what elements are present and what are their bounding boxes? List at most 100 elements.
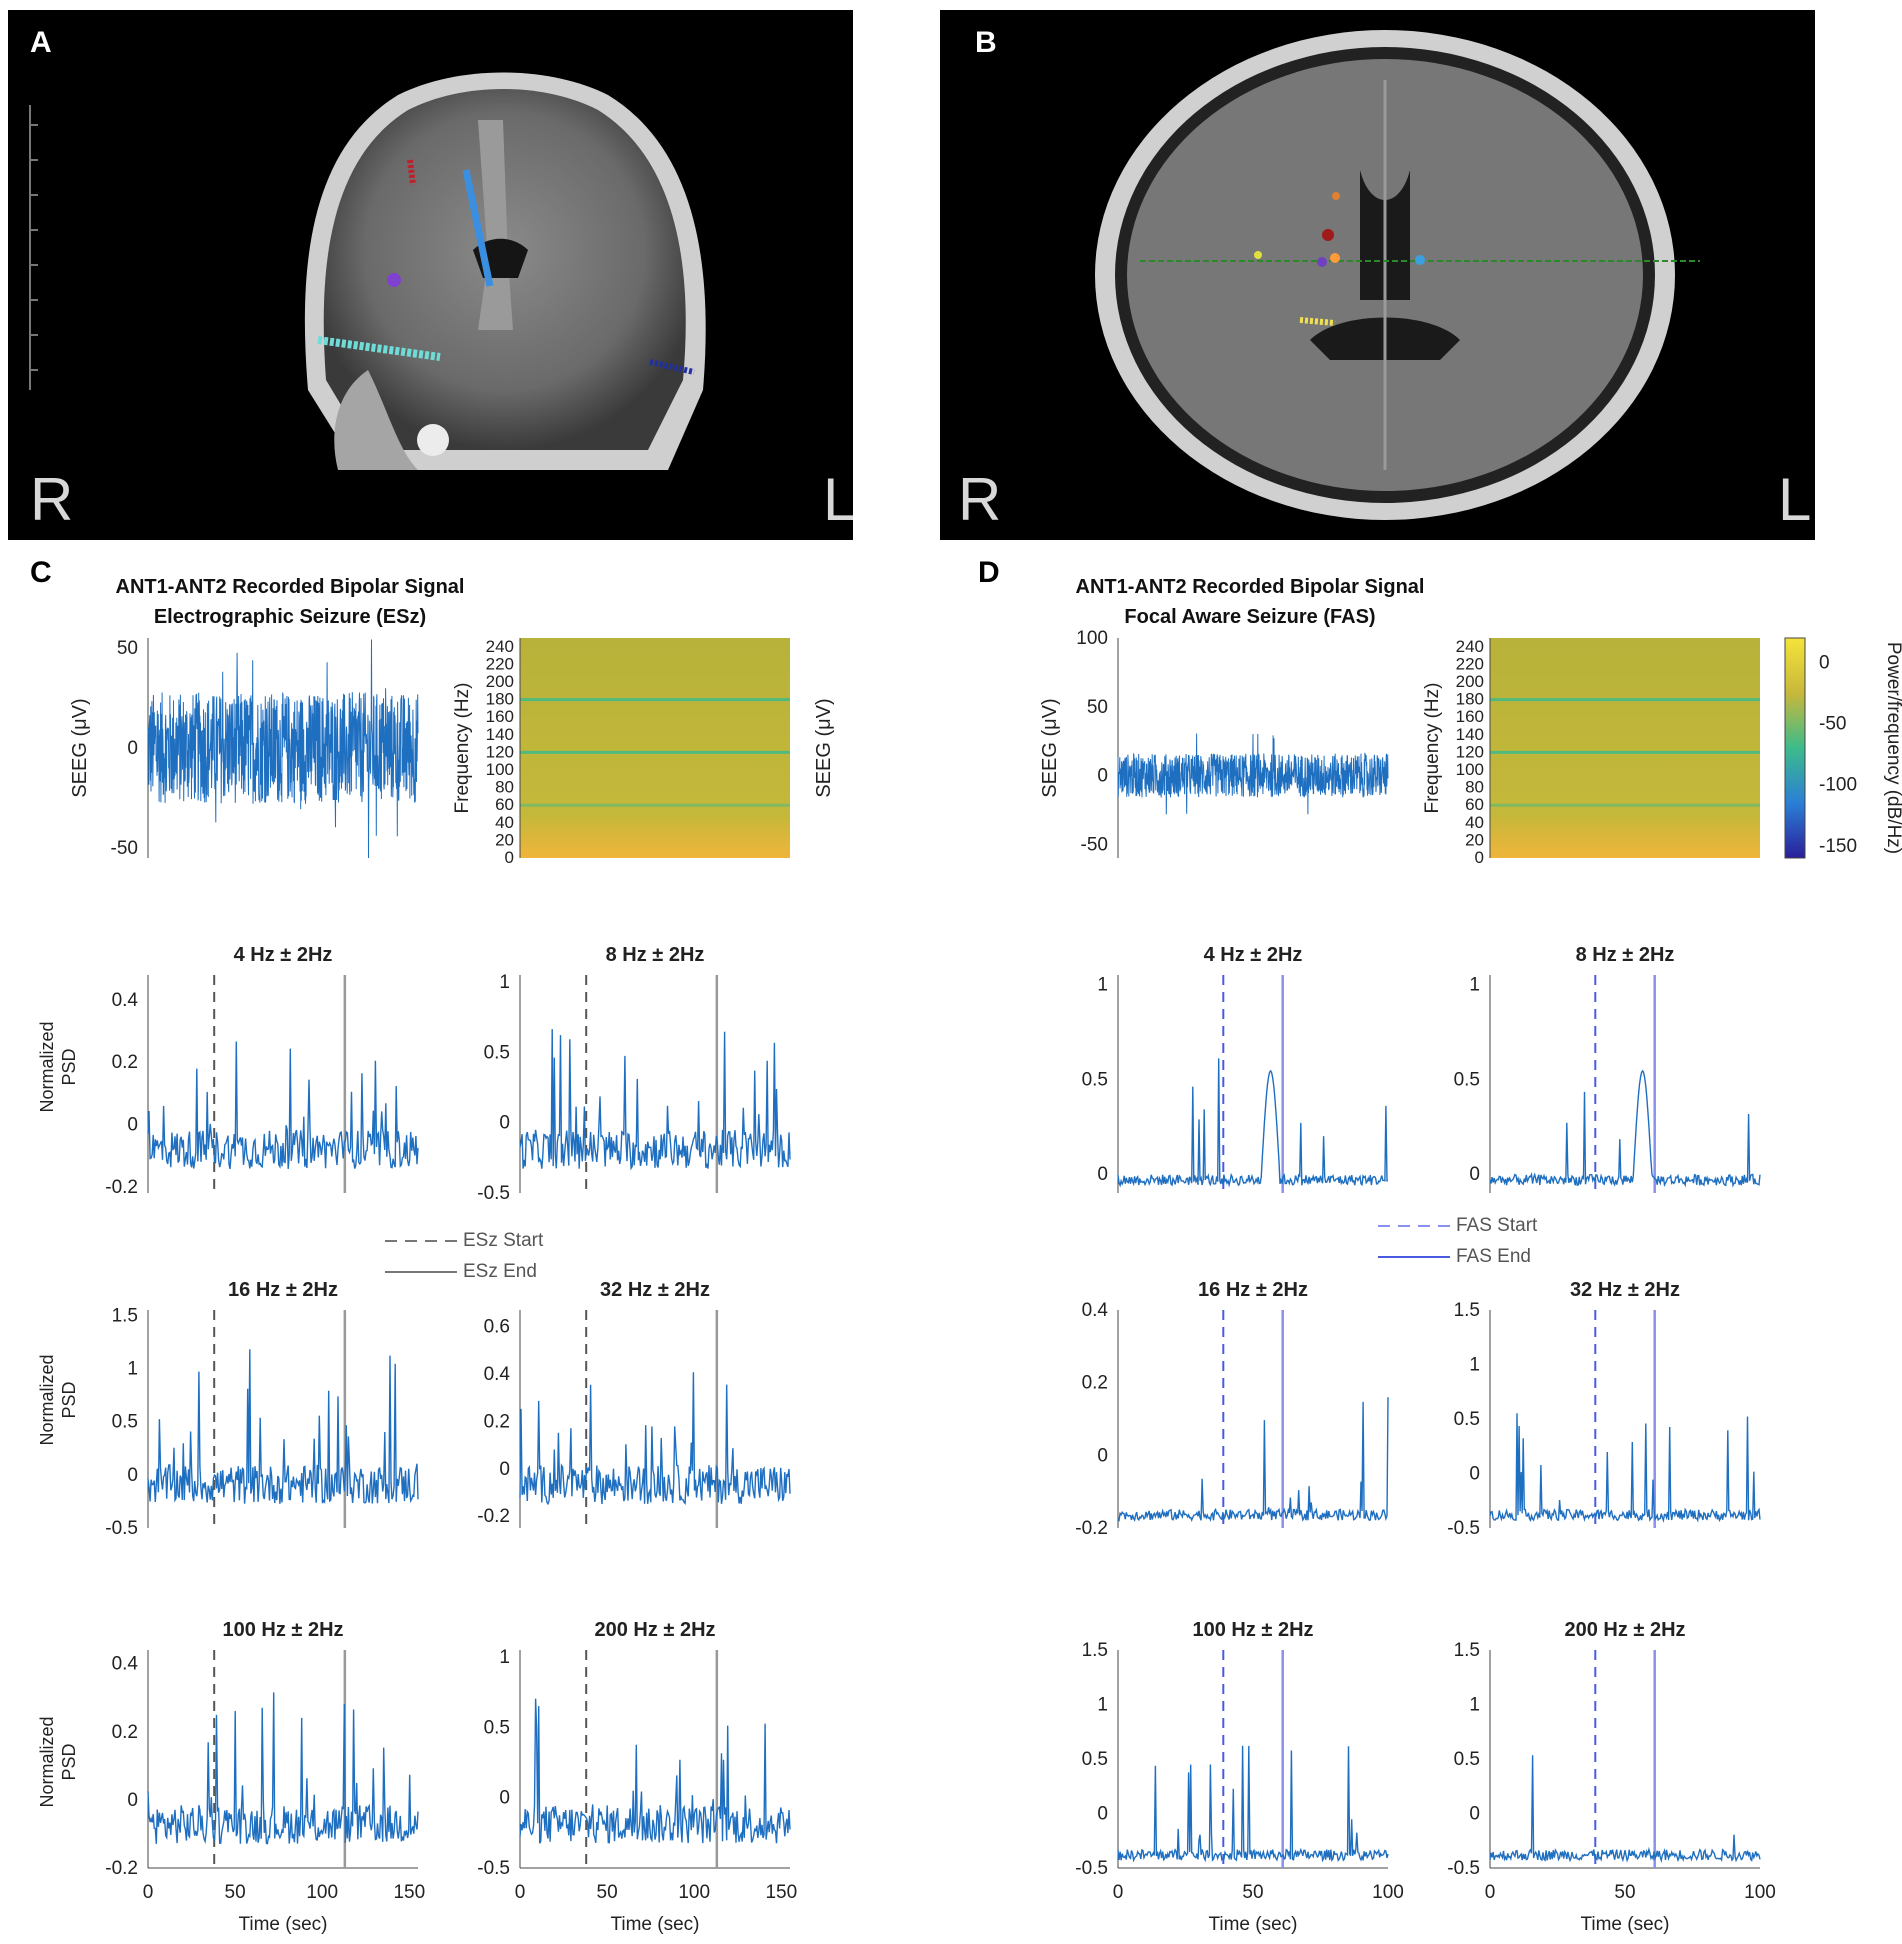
psd-ylabel-line2: PSD (59, 1743, 79, 1781)
y-tick-label: 100 (1076, 628, 1108, 649)
y-tick-label: -0.5 (1447, 1858, 1480, 1879)
chart-title: 200 Hz ± 2Hz (1564, 1619, 1685, 1641)
y-tick-label: 1.5 (1454, 1300, 1480, 1321)
psd-trace (1117, 1745, 1389, 1863)
panel-label-c: C (30, 556, 52, 589)
y-tick-label: 0.2 (112, 1052, 138, 1073)
psd-trace (147, 1692, 419, 1845)
y-tick-label: 0.5 (484, 1042, 510, 1063)
seeg-ylabel: SEEG (μV) (1039, 698, 1061, 797)
chart-title: 8 Hz ± 2Hz (1576, 944, 1675, 966)
psd-trace (147, 1349, 419, 1504)
y-tick-label: -50 (1081, 834, 1108, 855)
chart-title: 32 Hz ± 2Hz (1570, 1279, 1680, 1301)
y-tick-label: 0.5 (1082, 1069, 1108, 1090)
mri-axial-image: R L (940, 10, 1815, 540)
spectrogram-image (520, 638, 790, 858)
psd-ylabel-line1: Normalized (37, 1021, 57, 1113)
y-tick-label: 0.5 (1082, 1749, 1108, 1770)
x-tick-label: 100 (1372, 1882, 1404, 1903)
colorbar-tick-label: -150 (1819, 836, 1857, 857)
y-tick-label: 0 (1097, 766, 1108, 787)
x-tick-label: 50 (1242, 1882, 1263, 1903)
y-tick-label: 0 (1469, 1164, 1480, 1185)
x-axis-label: Time (sec) (238, 1914, 327, 1935)
y-tick-label: 0 (1469, 1804, 1480, 1825)
x-axis-label: Time (sec) (1580, 1914, 1669, 1935)
y-tick-label: 0.2 (112, 1722, 138, 1743)
x-axis-label: Time (sec) (610, 1914, 699, 1935)
panel-d-legend-end: FAS End (1456, 1245, 1531, 1267)
seeg-trace (147, 639, 419, 859)
panel-c-legend-start: ESz Start (463, 1229, 544, 1251)
psd-trace (1117, 1058, 1389, 1188)
y-tick-label: -0.5 (105, 1518, 138, 1539)
y-tick-label: -0.2 (1075, 1518, 1108, 1539)
mri-a-right-marker: R (30, 466, 74, 533)
coronal-brain-graphic (29, 72, 706, 470)
freq-tick-label: 20 (1465, 830, 1484, 849)
y-tick-label: 1.5 (1454, 1640, 1480, 1661)
x-tick-label: 100 (1744, 1882, 1776, 1903)
freq-tick-label: 100 (1456, 760, 1484, 779)
y-tick-label: 1 (1469, 1695, 1480, 1716)
mri-b-left-marker: L (1778, 466, 1812, 533)
chart-title: 8 Hz ± 2Hz (606, 944, 705, 966)
y-tick-label: 50 (117, 638, 138, 659)
spectrogram-c-spec: 240220200180160140120100806040200Frequen… (452, 637, 835, 867)
y-tick-label: 0 (1097, 1445, 1108, 1466)
y-tick-label: 0 (1097, 1804, 1108, 1825)
x-tick-label: 0 (515, 1882, 526, 1903)
panel-d-legend-start: FAS Start (1456, 1214, 1538, 1236)
psd-trace (519, 1698, 791, 1844)
y-tick-label: -0.5 (477, 1858, 510, 1879)
mri-coronal-image: R L (8, 10, 853, 540)
freq-tick-label: 80 (1465, 778, 1484, 797)
x-tick-label: 50 (1614, 1882, 1635, 1903)
x-tick-label: 150 (765, 1882, 797, 1903)
freq-ylabel: Frequency (Hz) (452, 683, 473, 814)
seeg-trace (1117, 733, 1389, 815)
y-tick-label: 1 (1097, 1695, 1108, 1716)
y-tick-label: 0 (127, 1790, 138, 1811)
seeg-ylabel-right: SEEG (μV) (813, 698, 835, 797)
y-tick-label: 1.5 (1082, 1640, 1108, 1661)
y-tick-label: 0 (1097, 1164, 1108, 1185)
y-tick-label: 1.5 (112, 1305, 138, 1326)
colorbar-tick-label: 0 (1819, 652, 1830, 673)
psd-trace (1489, 1069, 1761, 1188)
freq-tick-label: 0 (505, 848, 514, 867)
y-tick-label: 0.5 (484, 1717, 510, 1738)
colorbar-tick-label: -50 (1819, 714, 1846, 735)
y-tick-label: -50 (111, 838, 138, 859)
panel-d-legend: FAS Start FAS End (1378, 1210, 1537, 1272)
psd-trace (1489, 1413, 1761, 1523)
panel-c-legend: ESz Start ESz End (385, 1225, 543, 1287)
y-tick-label: 0.2 (484, 1411, 510, 1432)
y-tick-label: 0.5 (1454, 1749, 1480, 1770)
freq-tick-label: 180 (1456, 690, 1484, 709)
y-tick-label: 0.4 (112, 1654, 139, 1675)
panel-d-title: ANT1-ANT2 Recorded Bipolar Signal Focal … (1000, 572, 1500, 632)
freq-tick-label: 100 (486, 760, 514, 779)
spectrogram-image (1490, 638, 1760, 858)
axial-brain-graphic (1095, 30, 1700, 520)
y-tick-label: 0.5 (1454, 1409, 1480, 1430)
y-tick-label: 0 (499, 1788, 510, 1809)
mri-b-right-marker: R (958, 466, 1002, 533)
spectrogram-d-spec: 240220200180160140120100806040200Frequen… (1422, 637, 1760, 867)
freq-tick-label: 200 (1456, 672, 1484, 691)
panel-c-title-line2: Electrographic Seizure (ESz) (153, 606, 427, 628)
y-tick-label: 0.4 (112, 990, 139, 1011)
